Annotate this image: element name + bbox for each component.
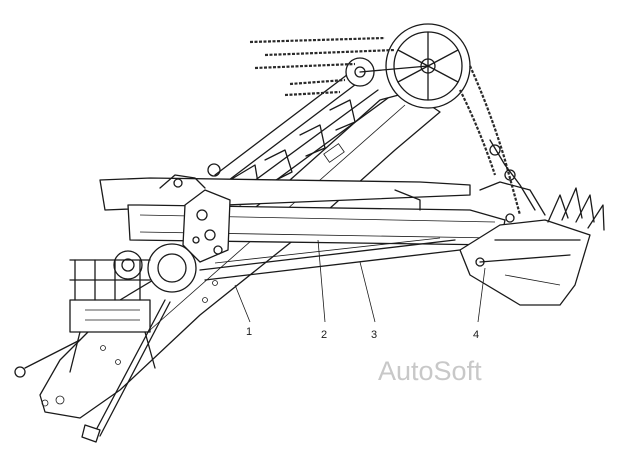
watermark: AutoSoft <box>378 356 482 386</box>
callout-2: 2 <box>321 329 327 341</box>
callout-1: 1 <box>246 326 252 338</box>
leader-lines <box>234 239 486 323</box>
dipper-bucket <box>459 139 605 306</box>
boom-head-sheaves <box>345 23 471 109</box>
operator-platform <box>69 259 156 373</box>
ground-cables <box>14 299 171 443</box>
callout-3: 3 <box>371 329 377 341</box>
lower-tie-rod <box>199 237 461 281</box>
callout-4: 4 <box>473 329 479 341</box>
hoist-ropes <box>249 36 522 216</box>
foot-mechanism <box>113 163 231 293</box>
